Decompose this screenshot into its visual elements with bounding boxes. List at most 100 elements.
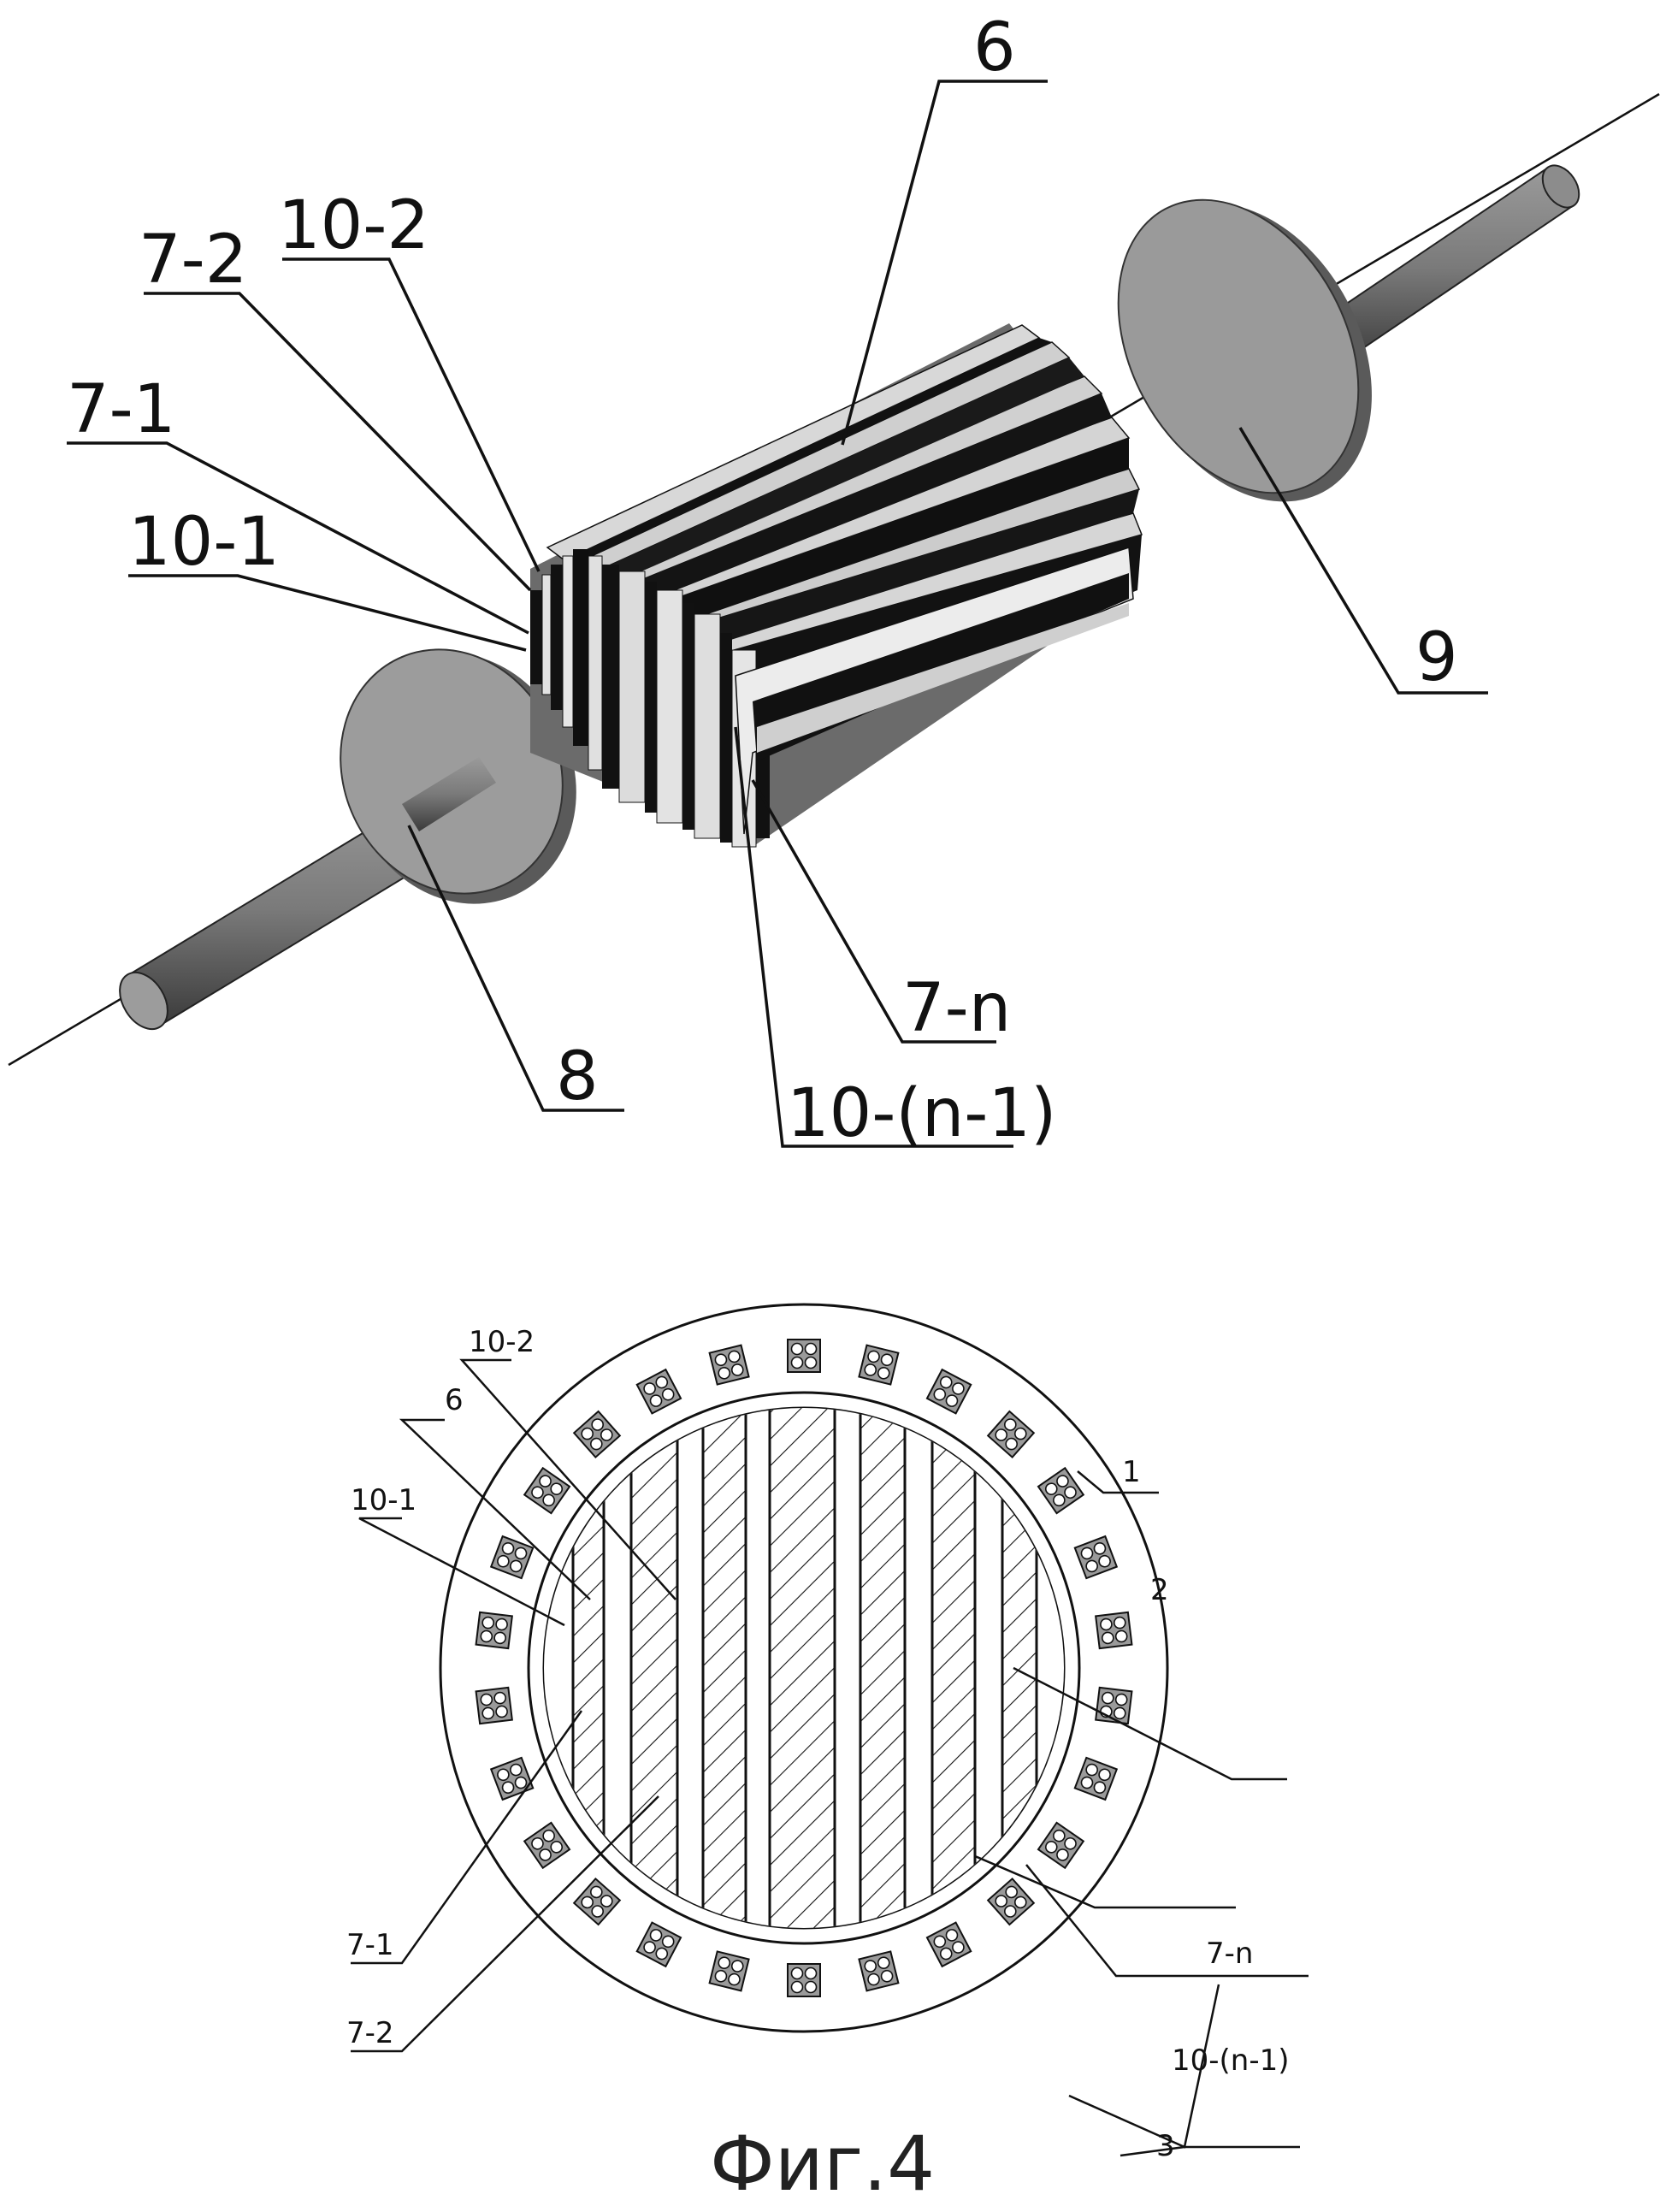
conductor bbox=[718, 1956, 731, 1970]
conductor bbox=[1100, 1618, 1113, 1631]
conductor bbox=[1013, 1427, 1027, 1440]
conductor bbox=[481, 1616, 495, 1629]
rotor-core-6 bbox=[530, 323, 1143, 848]
conductor bbox=[539, 1475, 552, 1487]
section-label-6: 6 bbox=[445, 1383, 464, 1417]
conductor bbox=[1085, 1763, 1098, 1777]
conductor bbox=[867, 1350, 880, 1363]
winding-slot bbox=[1037, 1466, 1085, 1515]
conductor bbox=[933, 1387, 947, 1401]
plate-3 bbox=[701, 1408, 747, 1928]
rotor-boundary bbox=[527, 1391, 1081, 1945]
conductor bbox=[510, 1559, 523, 1573]
rotor-3d-view: 6 10-2 7-2 7-1 10-1 9 8 7-n 10-(n-1) bbox=[8, 9, 1660, 1152]
conductor bbox=[510, 1763, 523, 1777]
conductor bbox=[1013, 1896, 1027, 1909]
conductor bbox=[714, 1353, 728, 1367]
conductor bbox=[864, 1363, 877, 1376]
conductor bbox=[495, 1705, 508, 1718]
conductor bbox=[1114, 1629, 1128, 1643]
left-shaft-end bbox=[119, 971, 168, 1031]
conductor bbox=[804, 1356, 818, 1369]
conductor bbox=[501, 1781, 515, 1795]
conductor bbox=[1098, 1768, 1111, 1782]
conductor bbox=[591, 1418, 604, 1431]
conductor bbox=[514, 1776, 528, 1789]
section-label-10-1: 10-1 bbox=[351, 1483, 416, 1517]
conductor bbox=[550, 1482, 564, 1495]
plate-7-2 bbox=[629, 1408, 679, 1928]
label-7-n: 7-n bbox=[902, 970, 1011, 1047]
winding-slot bbox=[475, 1686, 513, 1725]
conductor bbox=[531, 1836, 544, 1850]
plate-6 bbox=[930, 1408, 977, 1928]
label-10-1: 10-1 bbox=[128, 504, 280, 581]
conductor bbox=[1113, 1616, 1126, 1629]
conductor bbox=[1044, 1482, 1058, 1495]
winding-slot bbox=[1073, 1756, 1119, 1801]
winding-slot bbox=[858, 1344, 900, 1386]
right-shaft-end bbox=[1541, 164, 1580, 209]
conductor bbox=[1113, 1706, 1126, 1720]
stator-outer-1 bbox=[439, 1303, 1169, 2033]
conductor bbox=[1064, 1486, 1077, 1499]
conductor bbox=[649, 1394, 663, 1407]
conductor bbox=[655, 1375, 669, 1389]
rotor-section-view: 10-2 6 10-1 1 2 7-1 7-2 7-n 10-(n-1) 3 bbox=[346, 1303, 1309, 2163]
label-10-n-1: 10-(n-1) bbox=[787, 1075, 1056, 1152]
conductor bbox=[497, 1768, 510, 1782]
section-plates bbox=[544, 1408, 1064, 1928]
conductor bbox=[804, 1342, 818, 1356]
conductor bbox=[790, 1980, 804, 1994]
conductor bbox=[1056, 1475, 1069, 1487]
conductor bbox=[714, 1969, 728, 1983]
winding-slot bbox=[1037, 1821, 1085, 1870]
conductor bbox=[945, 1929, 959, 1942]
conductor bbox=[481, 1706, 495, 1720]
winding-slot bbox=[925, 1368, 972, 1415]
label-7-1: 7-1 bbox=[67, 371, 175, 448]
conductor bbox=[542, 1829, 555, 1842]
conductor bbox=[1005, 1437, 1018, 1451]
label-9: 9 bbox=[1415, 619, 1458, 696]
winding-slot bbox=[489, 1756, 535, 1801]
section-label-10-n-1: 10-(n-1) bbox=[1172, 2043, 1290, 2078]
conductor bbox=[643, 1941, 656, 1954]
conductor bbox=[718, 1366, 731, 1380]
section-label-7-n: 7-n bbox=[1206, 1937, 1253, 1971]
conductor bbox=[1064, 1836, 1077, 1850]
conductor bbox=[995, 1895, 1008, 1907]
conductor bbox=[1080, 1776, 1094, 1789]
winding-slot bbox=[635, 1921, 682, 1968]
winding-slot bbox=[523, 1821, 571, 1870]
winding-slot bbox=[572, 1410, 622, 1459]
conductor bbox=[1114, 1693, 1128, 1706]
conductor bbox=[1093, 1781, 1107, 1795]
conductor bbox=[590, 1885, 603, 1899]
conductor bbox=[1102, 1631, 1114, 1645]
conductor bbox=[495, 1618, 508, 1631]
conductor bbox=[480, 1629, 493, 1643]
conductor bbox=[952, 1382, 965, 1395]
conductor bbox=[501, 1541, 515, 1555]
conductor bbox=[939, 1947, 953, 1961]
conductor bbox=[649, 1929, 663, 1942]
conductor bbox=[591, 1905, 604, 1918]
conductor bbox=[1005, 1885, 1018, 1899]
conductor bbox=[514, 1547, 528, 1560]
winding-slots-3 bbox=[475, 1339, 1133, 1997]
conductor bbox=[1085, 1559, 1098, 1573]
conductor bbox=[995, 1428, 1008, 1441]
leaders-3d bbox=[67, 80, 1488, 1148]
winding-slot bbox=[787, 1339, 821, 1373]
conductor bbox=[493, 1691, 506, 1705]
conductor bbox=[730, 1960, 744, 1972]
winding-slot bbox=[489, 1535, 535, 1580]
plate-5 bbox=[859, 1408, 907, 1928]
plate-4 bbox=[768, 1408, 836, 1928]
conductor bbox=[661, 1935, 675, 1949]
conductor bbox=[1004, 1905, 1017, 1918]
conductor bbox=[1093, 1541, 1107, 1555]
conductor bbox=[1053, 1493, 1066, 1507]
section-label-7-2: 7-2 bbox=[346, 2016, 394, 2050]
